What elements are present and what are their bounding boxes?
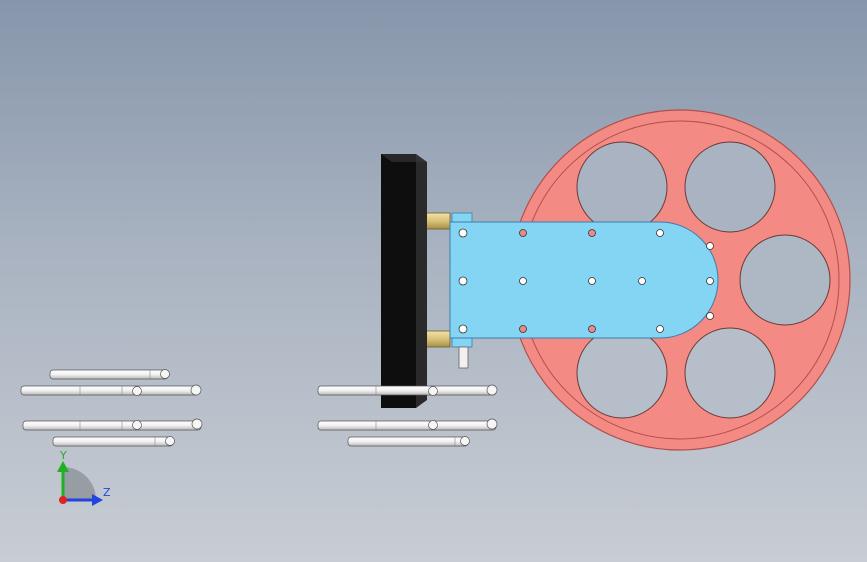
wheel-hole xyxy=(576,141,668,233)
wheel-hole xyxy=(739,234,831,326)
wheel-hole xyxy=(684,327,776,419)
triad-origin-icon xyxy=(59,496,67,504)
triad-plane-icon xyxy=(63,467,96,500)
clamp-tab-bottom[interactable] xyxy=(451,337,473,348)
brass-spacer-top[interactable] xyxy=(425,212,451,230)
plate-holes xyxy=(458,228,714,334)
z-axis-label: Z xyxy=(103,486,111,499)
wheel-hole xyxy=(576,327,668,419)
coordinate-triad: Y Z xyxy=(57,449,111,506)
clamp-tab-top[interactable] xyxy=(451,212,473,223)
rod[interactable] xyxy=(317,418,498,431)
y-axis-label: Y xyxy=(59,449,67,462)
rod[interactable] xyxy=(20,384,202,396)
brass-spacer-bottom[interactable] xyxy=(425,330,451,348)
rod[interactable] xyxy=(52,436,175,447)
small-pin[interactable] xyxy=(458,346,469,369)
black-mounting-block[interactable] xyxy=(381,154,427,408)
rod[interactable] xyxy=(317,384,498,396)
rod[interactable] xyxy=(49,369,170,380)
rod[interactable] xyxy=(347,436,470,447)
wheel-hole xyxy=(684,141,776,233)
rod-group-middle[interactable] xyxy=(317,384,498,447)
rod-group-left[interactable] xyxy=(20,369,203,447)
blue-mounting-plate[interactable] xyxy=(449,221,719,339)
rod[interactable] xyxy=(22,418,203,431)
